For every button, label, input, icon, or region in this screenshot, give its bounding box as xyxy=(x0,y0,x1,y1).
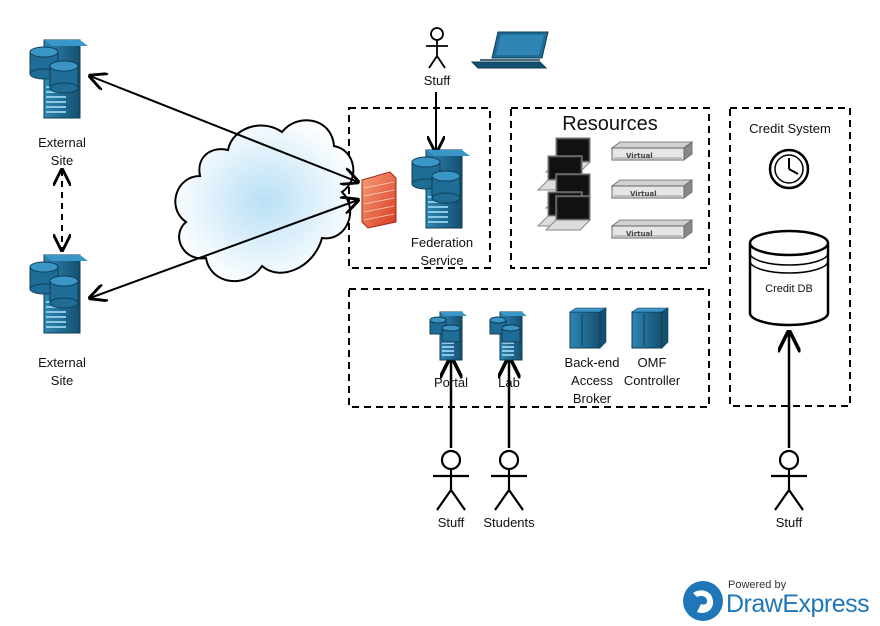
stuff-bottom-right-label: Stuff xyxy=(775,515,803,530)
services-box xyxy=(348,288,710,408)
virtual-rack-1-icon: Virtual xyxy=(611,141,693,161)
svg-text:Virtual: Virtual xyxy=(626,230,653,238)
credit-system-box xyxy=(729,107,851,407)
lab-server-icon xyxy=(489,311,528,361)
resources-title: Resources xyxy=(562,113,658,135)
drawexpress-logo-icon xyxy=(683,581,723,621)
backend-broker-server-icon xyxy=(569,307,607,349)
portal-server-icon xyxy=(429,311,468,361)
external-site-bottom-label: External Site xyxy=(28,354,96,390)
resources-box xyxy=(510,107,710,269)
omf-controller-label: OMF Controller xyxy=(618,354,686,390)
link-external-top-to-federation xyxy=(90,76,358,182)
external-site-top-server-icon xyxy=(29,39,89,119)
clock-icon xyxy=(768,148,810,190)
backend-line1: Back-end xyxy=(564,355,620,370)
credit-system-title: Credit System xyxy=(749,121,831,136)
svg-text:Virtual: Virtual xyxy=(626,152,653,160)
stuff-top-label: Stuff xyxy=(423,73,451,88)
omf-line2: Controller xyxy=(623,373,681,388)
resource-laptops-icon xyxy=(537,137,591,231)
omf-line1: OMF xyxy=(637,355,667,370)
external-site-top-line1: External xyxy=(38,135,86,150)
drawexpress-brand-text: DrawExpress xyxy=(726,590,870,618)
link-external-bottom-to-federation xyxy=(90,200,358,298)
external-site-top-line2: Site xyxy=(50,153,74,168)
powered-by-text: Powered by xyxy=(728,579,787,591)
federation-box xyxy=(348,107,491,269)
backend-broker-label: Back-end Access Broker xyxy=(556,354,628,408)
federation-service-label: Federation Service xyxy=(400,234,484,270)
lab-label: Lab xyxy=(498,375,520,390)
external-site-bottom-line2: Site xyxy=(50,373,74,388)
firewall-icon xyxy=(361,171,397,229)
stuff-top-figure-icon xyxy=(425,27,449,69)
backend-line2: Access xyxy=(571,373,613,388)
credit-db-label: Credit DB xyxy=(765,283,813,295)
stuff-bottom-left-label: Stuff xyxy=(437,515,465,530)
svg-text:Virtual: Virtual xyxy=(630,190,657,198)
stuff-bottom-right-figure-icon xyxy=(769,449,809,512)
external-site-top-label: External Site xyxy=(28,134,96,170)
stuff-bottom-left-figure-icon xyxy=(431,449,471,512)
drawexpress-watermark: Powered by DrawExpress xyxy=(682,578,878,622)
portal-label: Portal xyxy=(434,375,468,390)
external-site-bottom-line1: External xyxy=(38,355,86,370)
federation-line2: Service xyxy=(420,253,464,268)
students-label: Students xyxy=(483,515,535,530)
students-figure-icon xyxy=(489,449,529,512)
federation-line1: Federation xyxy=(410,235,474,250)
federation-server-icon xyxy=(411,149,471,229)
external-site-bottom-server-icon xyxy=(29,254,89,334)
virtual-rack-2-icon: Virtual xyxy=(611,179,693,199)
credit-db-icon xyxy=(748,229,830,327)
laptop-icon xyxy=(470,31,549,69)
virtual-rack-3-icon: Virtual xyxy=(611,219,693,239)
backend-line3: Broker xyxy=(572,391,612,406)
omf-controller-server-icon xyxy=(631,307,669,349)
